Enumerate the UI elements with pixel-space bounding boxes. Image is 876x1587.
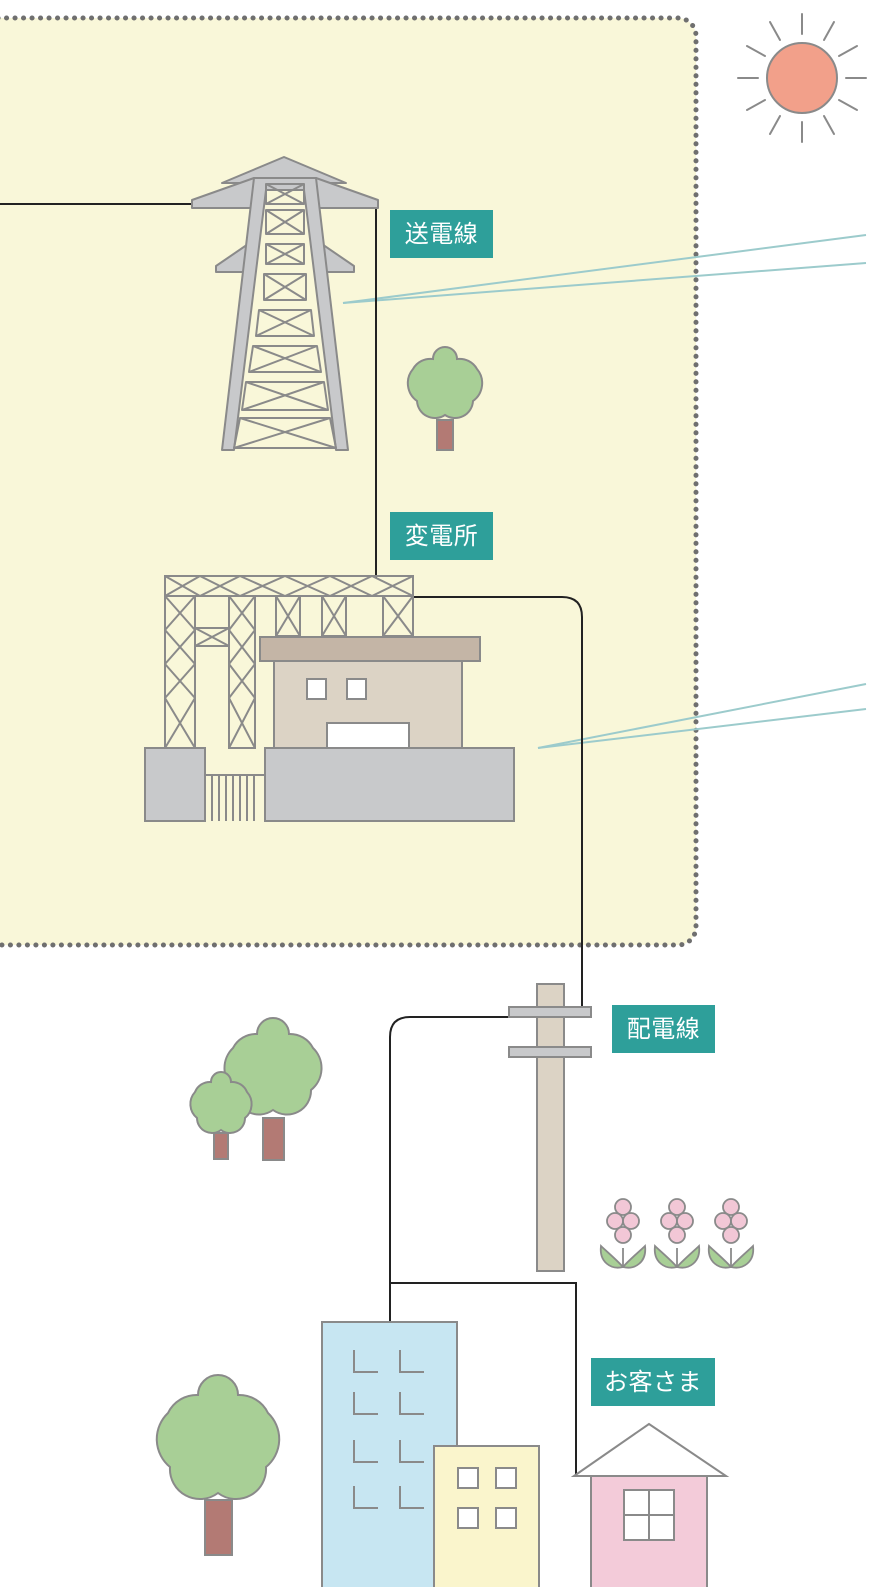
sun-icon [737,13,867,143]
substation-icon [144,575,515,822]
house-icon [570,1422,730,1587]
utility-pole-icon [508,983,592,1272]
transmission-tower-icon [191,156,379,451]
label-substation: 変電所 [390,512,493,560]
office-building-icon [433,1445,540,1587]
callout-lines [342,234,867,749]
tree-icon [189,1016,323,1161]
tree-icon [155,1373,281,1556]
label-customer: お客さま [591,1358,715,1406]
tree-icon [406,345,484,451]
label-distribution-line: 配電線 [612,1005,715,1053]
power-wires [0,203,583,1475]
label-transmission-line: 送電線 [390,210,493,258]
flower-icon [599,1198,755,1269]
